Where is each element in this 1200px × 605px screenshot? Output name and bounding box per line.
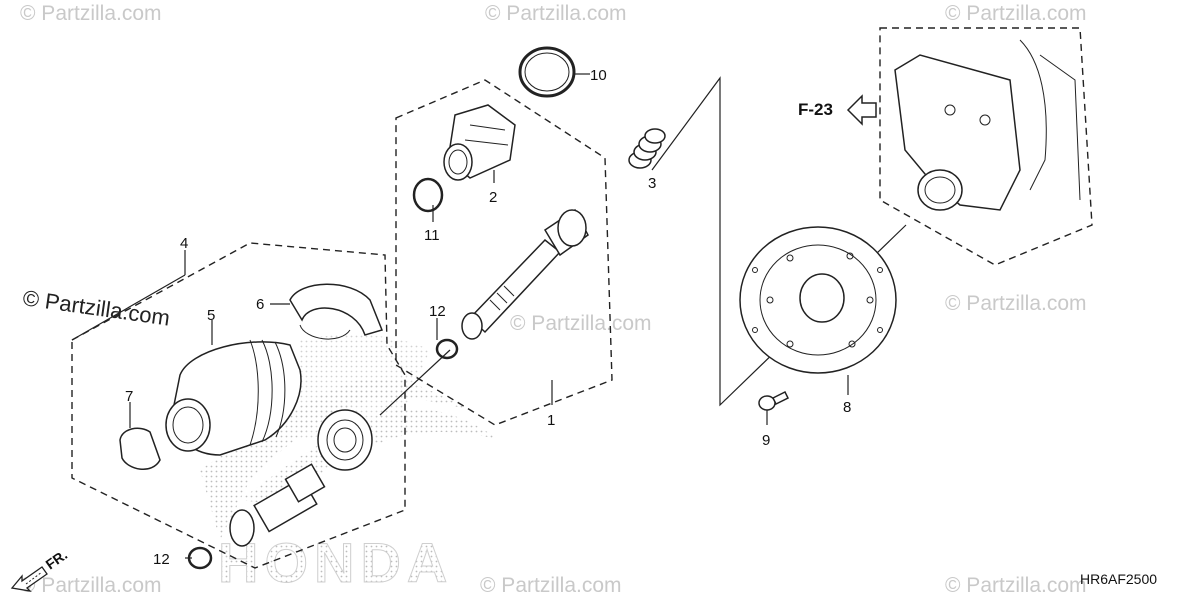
callout-2: 2 (489, 189, 497, 206)
callout-7: 7 (125, 388, 133, 405)
callout-12-upper: 12 (429, 303, 446, 320)
part-bolt-9 (758, 390, 790, 411)
front-direction-label: FR. (43, 546, 71, 572)
watermark-text: © Partzilla.com (945, 574, 1087, 597)
watermark-text: © Partzilla.com (20, 2, 162, 25)
part-spring-3 (628, 128, 666, 169)
watermark-text-dark: © Partzilla.com (21, 285, 171, 330)
callouts: 1 2 3 4 5 6 7 8 9 10 11 12 12 (125, 67, 851, 568)
hub-frame (879, 27, 1093, 266)
part-drive-shaft (461, 208, 589, 340)
callout-12-lower: 12 (153, 551, 170, 568)
watermark-text: © Partzilla.com (485, 2, 627, 25)
assembly-frame-1 (395, 79, 613, 426)
watermark-text: © Partzilla.com (945, 2, 1087, 25)
reference-label: F-23 (798, 100, 833, 119)
part-ring-12-lower (187, 546, 213, 570)
callout-3: 3 (648, 175, 656, 192)
callout-10: 10 (590, 67, 607, 84)
callout-6: 6 (256, 296, 264, 313)
part-o-ring-10 (518, 46, 576, 98)
front-arrow-icon (10, 566, 48, 592)
part-seal-2 (443, 104, 516, 181)
callout-1: 1 (547, 412, 555, 429)
part-ring-12-upper (435, 338, 459, 360)
callout-11: 11 (424, 227, 440, 244)
callout-8: 8 (843, 399, 851, 416)
part-brake-disc-8 (739, 226, 897, 374)
part-universal-joint (229, 463, 326, 547)
left-arrow-icon (846, 94, 877, 126)
watermark-text: © Partzilla.com (20, 574, 162, 597)
watermark-text: © Partzilla.com (510, 312, 652, 335)
callout-5: 5 (207, 307, 215, 324)
part-bearing (317, 409, 373, 471)
callout-4: 4 (180, 235, 188, 252)
callout-9: 9 (762, 432, 770, 449)
reference-arrow (846, 94, 877, 126)
diagram-code: HR6AF2500 (1080, 571, 1157, 587)
honda-background-text: HONDA (218, 531, 453, 594)
part-hub (894, 39, 1081, 211)
watermark-text: © Partzilla.com (945, 292, 1087, 315)
front-direction-indicator (10, 566, 48, 592)
part-clamp-7 (119, 427, 161, 470)
part-band-clamp-6 (289, 283, 384, 340)
watermark-text: © Partzilla.com (480, 574, 622, 597)
part-o-ring-11 (412, 177, 444, 213)
part-cv-boot-5 (165, 339, 302, 456)
